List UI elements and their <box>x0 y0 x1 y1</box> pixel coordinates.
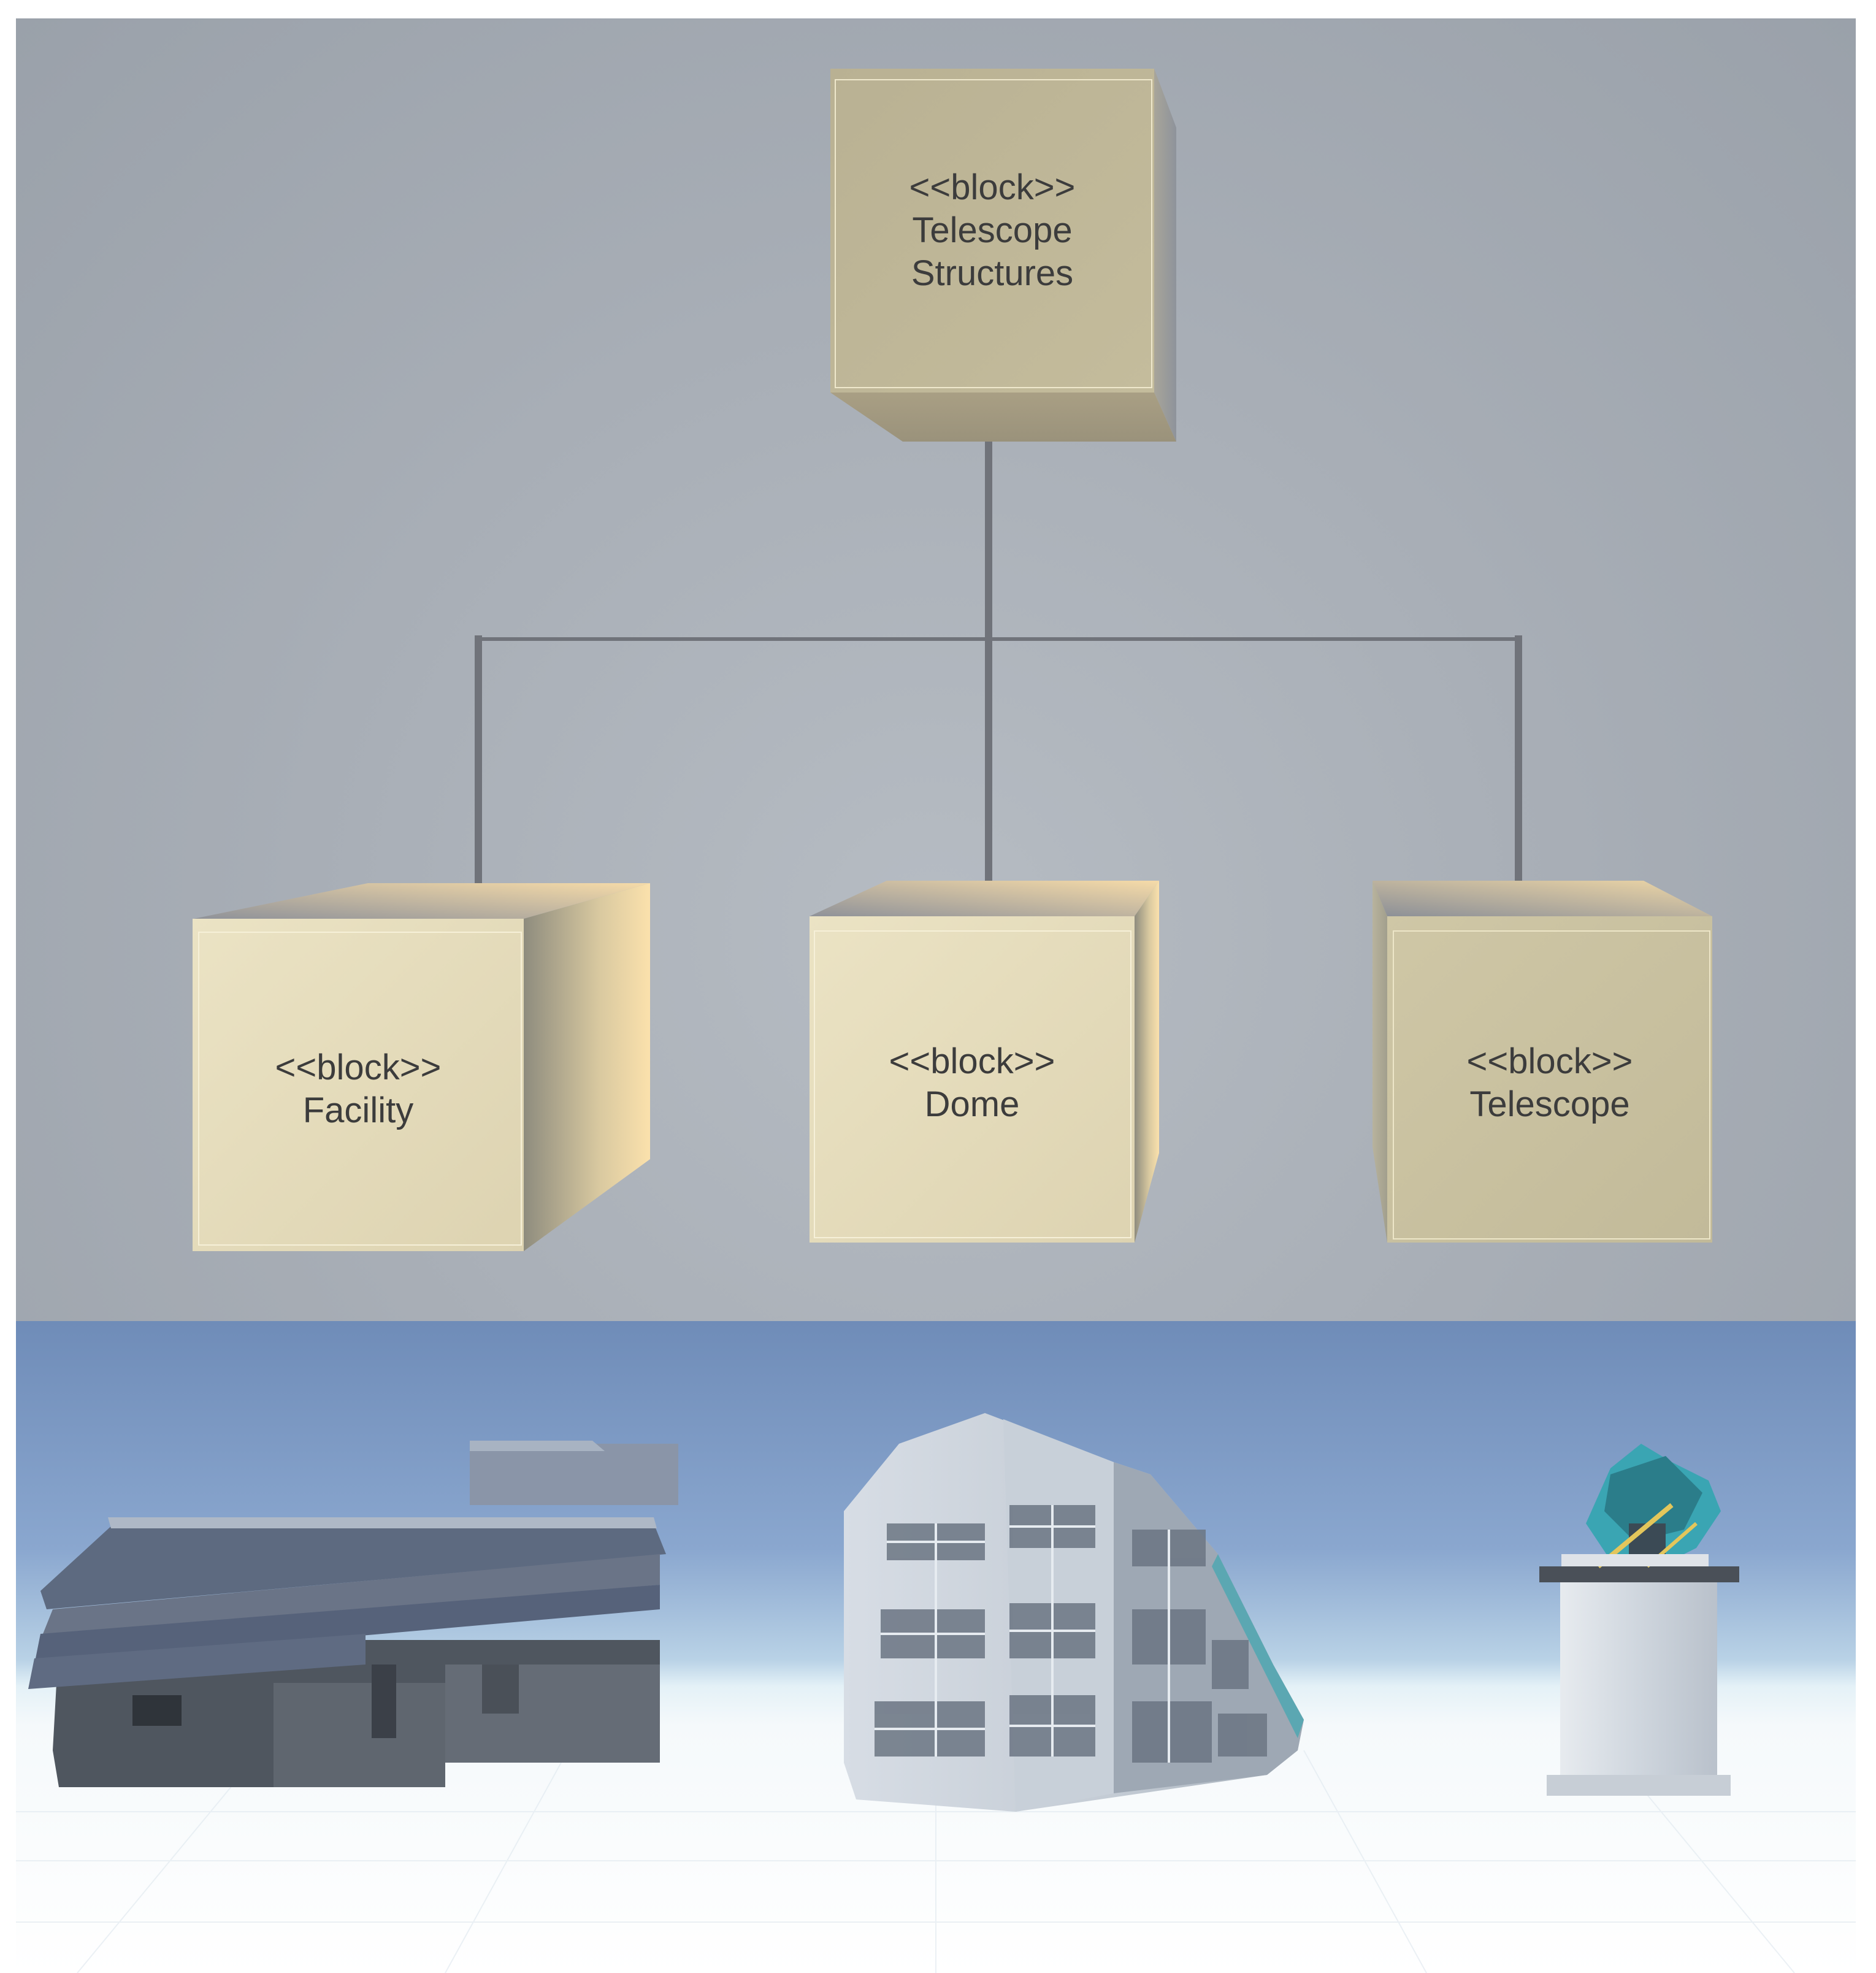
dome-window-mullions <box>875 1505 1170 1763</box>
block-telescope-name: Telescope <box>1469 1084 1630 1124</box>
block-facility-inner-border <box>198 932 522 1246</box>
block-dome-stereotype: <<block>> <box>889 1041 1055 1081</box>
block-root-3d <box>830 69 1176 442</box>
block-telescope-side <box>1373 881 1387 1243</box>
block-telescope-label: <<block>> Telescope <box>1387 916 1712 1243</box>
pier-top-deck <box>1539 1566 1739 1582</box>
block-root-stereotype: <<block>> <box>909 167 1076 207</box>
pier-column <box>1560 1579 1717 1781</box>
block-telescope-top <box>1373 881 1712 916</box>
block-facility-name: Facility <box>302 1090 414 1130</box>
connector-lines <box>475 413 1522 902</box>
scene-panel <box>16 1321 1856 1973</box>
block-root-inner-border <box>835 79 1152 388</box>
block-telescope-face <box>1387 916 1712 1243</box>
block-facility-top <box>194 883 650 919</box>
block-root-side <box>1154 69 1176 442</box>
block-dome-top <box>810 881 1159 916</box>
block-facility-face <box>193 919 524 1251</box>
block-facility-label: <<block>> Facility <box>193 919 524 1251</box>
block-telescope-inner-border <box>1393 930 1710 1239</box>
block-root-bottom <box>830 393 1176 442</box>
block-root-face <box>830 69 1154 393</box>
block-dome-3d <box>810 881 1159 1243</box>
facility-building-model <box>28 1441 678 1787</box>
block-facility-stereotype: <<block>> <box>275 1048 442 1087</box>
block-dome-side <box>1135 881 1159 1243</box>
block-dome-face <box>810 916 1135 1243</box>
telescope-pier-model <box>1539 1444 1739 1796</box>
block-root-name-line1: Telescope <box>912 210 1073 250</box>
block-facility-side <box>524 883 650 1251</box>
telescope-mount <box>1561 1444 1721 1569</box>
block-facility-3d <box>193 883 650 1251</box>
block-dome-inner-border <box>814 930 1131 1238</box>
block-telescope-stereotype: <<block>> <box>1466 1041 1633 1081</box>
block-telescope-3d <box>1373 881 1712 1243</box>
block-root-label: <<block>> Telescope Structures <box>830 69 1154 393</box>
dome-building-model <box>844 1413 1304 1812</box>
pier-base <box>1547 1775 1731 1796</box>
block-dome-label: <<block>> Dome <box>810 916 1135 1243</box>
block-dome-name: Dome <box>924 1084 1020 1124</box>
block-root-name-line2: Structures <box>911 253 1074 293</box>
